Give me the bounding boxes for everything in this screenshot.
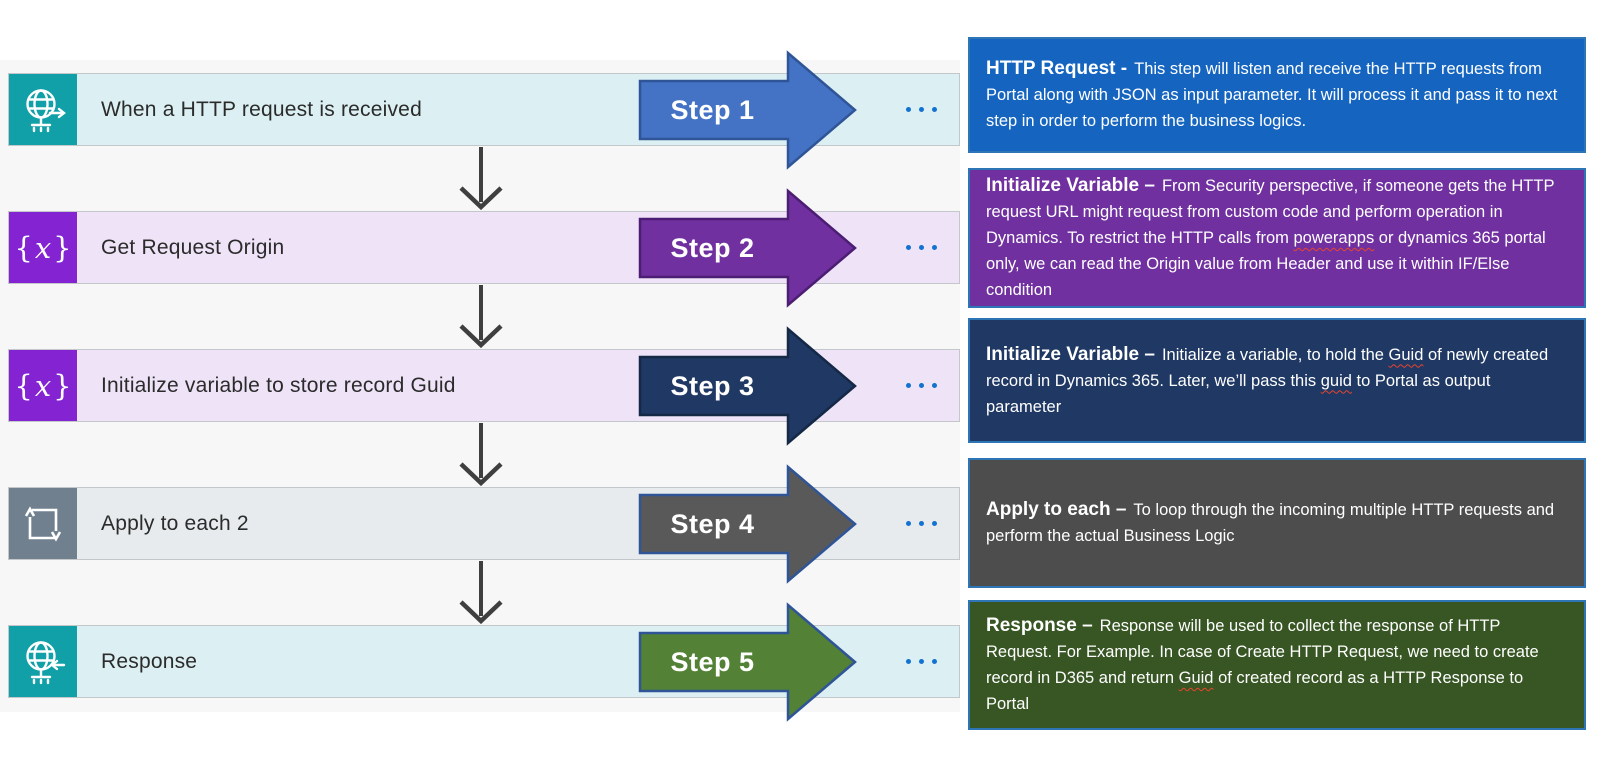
note-title: Response – — [986, 615, 1093, 636]
ellipsis-more-icon — [906, 107, 911, 112]
note-apply-to-each: Apply to each –To loop through the incom… — [968, 458, 1586, 588]
note-body: Response will be used to collect the res… — [986, 617, 1539, 713]
note-title: Initialize Variable – — [986, 343, 1155, 365]
flow-step-card-apply-to-each[interactable]: Apply to each 2 — [8, 487, 960, 560]
note-title: Apply to each – — [986, 499, 1127, 520]
down-arrow-connector — [459, 285, 503, 348]
ellipsis-more-icon — [906, 245, 911, 250]
more-options-button[interactable] — [898, 488, 937, 559]
ellipsis-more-icon — [906, 521, 911, 526]
note-body: From Security perspective, if someone ge… — [986, 177, 1555, 299]
more-options-button[interactable] — [898, 212, 937, 283]
note-http-request: HTTP Request -This step will listen and … — [968, 37, 1586, 153]
ellipsis-more-icon — [906, 659, 911, 664]
loop-repeat-icon — [9, 488, 77, 559]
note-body: Initialize a variable, to hold the Guid … — [986, 345, 1549, 416]
more-options-button[interactable] — [898, 74, 937, 145]
flow-step-card-get-request-origin[interactable]: {x} Get Request Origin — [8, 211, 960, 284]
variable-curly-x-icon: {x} — [9, 350, 77, 421]
note-body: To loop through the incoming multiple HT… — [986, 501, 1555, 545]
more-options-button[interactable] — [898, 626, 937, 697]
flow-step-title: Response — [101, 649, 198, 673]
note-response: Response –Response will be used to colle… — [968, 600, 1586, 730]
note-title: Initialize Variable – — [986, 175, 1155, 196]
note-initialize-variable-origin: Initialize Variable –From Security persp… — [968, 168, 1586, 308]
note-body: This step will listen and receive the HT… — [986, 60, 1558, 130]
globe-http-request-icon — [9, 74, 77, 145]
flow-step-card-initialize-variable[interactable]: {x} Initialize variable to store record … — [8, 349, 960, 422]
flow-step-title: Get Request Origin — [101, 235, 285, 259]
note-title: HTTP Request - — [986, 58, 1128, 79]
globe-http-response-icon — [9, 626, 77, 697]
more-options-button[interactable] — [898, 350, 937, 421]
variable-curly-x-icon: {x} — [9, 212, 77, 283]
ellipsis-more-icon — [906, 383, 911, 388]
flow-step-title: Apply to each 2 — [101, 511, 249, 535]
flow-step-title: Initialize variable to store record Guid — [101, 373, 456, 397]
note-initialize-variable-guid: Initialize Variable –Initialize a variab… — [968, 318, 1586, 443]
down-arrow-connector — [459, 561, 503, 624]
down-arrow-connector — [459, 423, 503, 486]
flow-step-title: When a HTTP request is received — [101, 97, 422, 121]
down-arrow-connector — [459, 147, 503, 210]
flow-step-card-http-trigger[interactable]: When a HTTP request is received — [8, 73, 960, 146]
flow-step-card-response[interactable]: Response — [8, 625, 960, 698]
